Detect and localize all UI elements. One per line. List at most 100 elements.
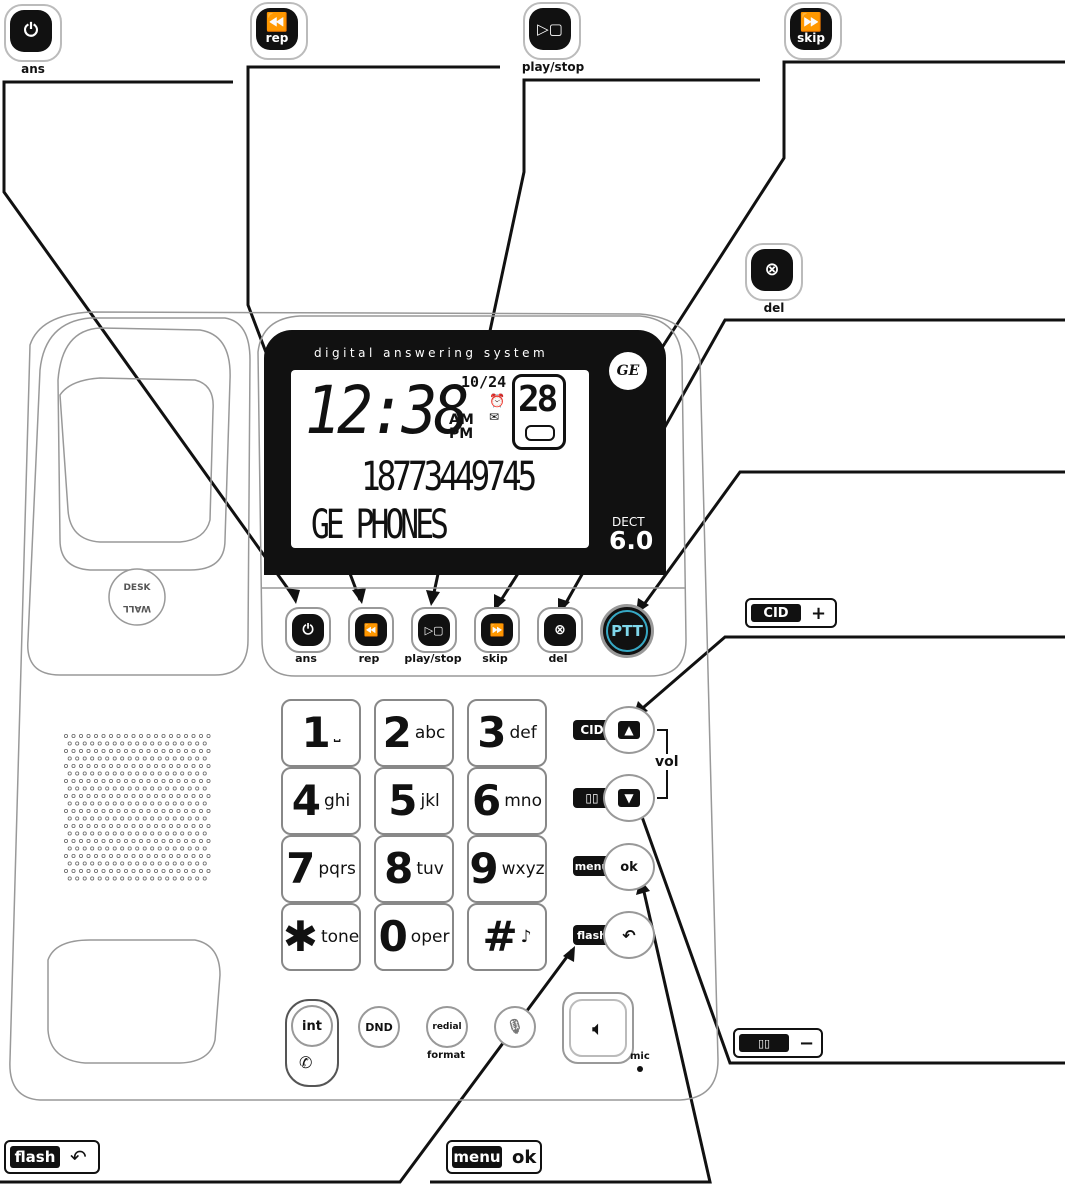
speakerphone-button[interactable]: 🔈︎ xyxy=(562,992,634,1064)
book-pill: ▯▯ xyxy=(573,788,611,808)
ans-caption-top: ans xyxy=(21,62,45,76)
key-number: 1 xyxy=(301,708,331,757)
lcd-number: 18773449745 xyxy=(361,454,537,500)
flash-callout-label: flash xyxy=(10,1146,60,1168)
int-button[interactable]: int ✆ xyxy=(285,999,339,1087)
keypad-key[interactable]: #♪ xyxy=(467,903,547,971)
key-letters: tuv xyxy=(416,859,444,879)
dnd-label: DND xyxy=(365,1020,393,1034)
display-header: digital answering system xyxy=(314,346,549,360)
speaker-icon: 🔈︎ xyxy=(569,999,627,1057)
skip-caption: skip xyxy=(482,652,508,665)
flash-pill: flash xyxy=(573,925,611,945)
key-letters: ♪ xyxy=(520,927,532,947)
power-icon: ⏻ xyxy=(292,614,324,646)
rep-button[interactable]: ⏪ xyxy=(348,607,394,653)
del-button[interactable]: ⊗ xyxy=(537,607,583,653)
key-letters: abc xyxy=(414,723,446,743)
display-bezel: digital answering system GE DECT 6.0 12:… xyxy=(264,330,666,575)
key-letters: oper xyxy=(410,927,450,947)
tape-icon xyxy=(525,425,555,441)
cid-callout-label: CID xyxy=(751,604,801,622)
playstop-button[interactable]: ▷▢ xyxy=(411,607,457,653)
menu-ok-callout: menu ok xyxy=(446,1140,542,1174)
mute-button[interactable]: 🎙︎ xyxy=(494,1006,536,1048)
envelope-icon: ✉ xyxy=(489,410,500,424)
delete-icon: ⊗ xyxy=(764,259,780,280)
plus-sign: + xyxy=(811,602,827,624)
ge-logo: GE xyxy=(609,352,647,390)
dect-label: DECT xyxy=(612,515,645,529)
cid-up-button[interactable]: ▲ xyxy=(603,706,655,754)
desk-label: DESK xyxy=(123,583,151,593)
lcd-am: AM xyxy=(449,412,474,428)
menu-pill: menu xyxy=(573,856,611,876)
phonebook-icon: ▯▯ xyxy=(739,1034,789,1052)
cid-plus-callout: CID + xyxy=(745,598,837,628)
leader-book xyxy=(634,799,1065,1065)
back-arrow-icon: ↶ xyxy=(70,1145,87,1169)
playstop-button-callout: ▷▢ xyxy=(523,2,581,60)
book-down-button[interactable]: ▼ xyxy=(603,774,655,822)
book-minus-callout: ▯▯ − xyxy=(733,1028,823,1058)
wall-label: WALL xyxy=(123,603,151,613)
leader-skip xyxy=(663,60,1065,344)
playstop-caption-top: play/stop xyxy=(521,60,585,74)
fast-forward-icon: ⏩ xyxy=(799,11,823,33)
ans-button[interactable]: ⏻ xyxy=(285,607,331,653)
flash-button[interactable]: ↶ xyxy=(603,911,655,959)
rewind-icon: ⏪ xyxy=(355,614,387,646)
key-number: 6 xyxy=(472,776,502,825)
playstop-caption: play/stop xyxy=(404,652,462,665)
key-letters: ghi xyxy=(323,791,351,811)
leader-menu xyxy=(430,882,712,1184)
del-caption-top: del xyxy=(763,301,785,315)
key-number: # xyxy=(482,912,518,961)
power-icon: ⏻ xyxy=(23,20,39,41)
vol-label: vol xyxy=(655,754,679,770)
format-caption: format xyxy=(426,1050,466,1061)
dnd-button[interactable]: DND xyxy=(358,1006,400,1048)
triangle-up-icon: ▲ xyxy=(618,721,640,739)
lcd-message-count: 28 xyxy=(518,379,558,420)
ans-button-callout: ⏻ xyxy=(4,4,62,62)
redial-label: redial xyxy=(432,1022,462,1032)
keypad-key[interactable]: ✱tone xyxy=(281,903,361,971)
menu-ok-button[interactable]: ok xyxy=(603,843,655,891)
redial-button[interactable]: redial xyxy=(426,1006,468,1048)
fast-forward-icon: ⏩ xyxy=(481,614,513,646)
key-letters: tone xyxy=(320,927,360,947)
key-letters: def xyxy=(509,723,537,743)
delete-icon: ⊗ xyxy=(544,614,576,646)
del-caption: del xyxy=(548,652,568,665)
key-number: ✱ xyxy=(282,912,318,961)
leader-ptt xyxy=(638,470,1065,611)
ptt-label: PTT xyxy=(606,610,648,652)
cid-pill: CID xyxy=(573,720,611,740)
ok-callout-label: ok xyxy=(512,1146,537,1168)
key-letters: wxyz xyxy=(501,859,545,879)
play-stop-icon: ▷▢ xyxy=(418,614,450,646)
key-number: 8 xyxy=(384,844,414,893)
leader-ans xyxy=(2,80,298,601)
rep-caption: rep xyxy=(358,652,380,665)
flash-callout: flash ↶ xyxy=(4,1140,100,1174)
keypad-key[interactable]: 1⎵ xyxy=(281,699,361,767)
alarm-icon: ⏰ xyxy=(489,394,506,409)
skip-button[interactable]: ⏩ xyxy=(474,607,520,653)
skip-text: skip xyxy=(797,30,825,45)
ans-caption: ans xyxy=(295,652,317,665)
key-letters: ⎵ xyxy=(333,723,341,743)
back-arrow-icon: ↶ xyxy=(622,925,636,945)
int-label: int xyxy=(291,1005,333,1047)
ptt-button[interactable]: PTT xyxy=(600,604,654,658)
